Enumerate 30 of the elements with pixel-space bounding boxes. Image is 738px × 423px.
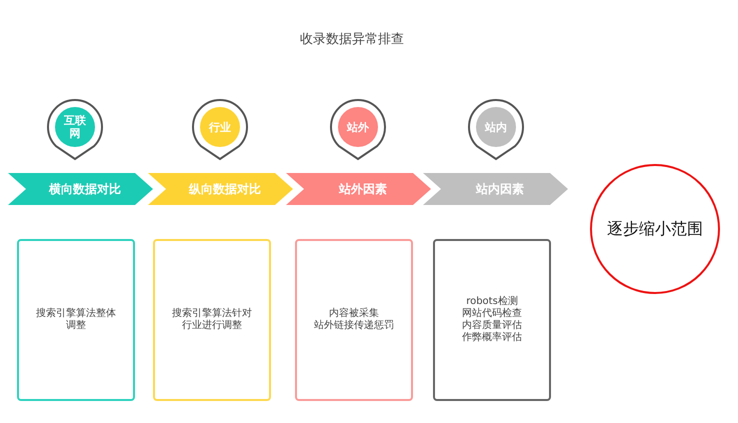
card-text: 网站代码检查 [462, 308, 522, 320]
pin-marker [45, 98, 105, 161]
text-card [433, 239, 551, 401]
banner-label: 横向数据对比 [49, 180, 121, 198]
pin-marker [190, 98, 250, 161]
pin-label: 互联网 [63, 114, 87, 140]
banner-label: 站外因素 [339, 180, 387, 198]
step-banner [148, 173, 293, 205]
card-text: 作弊概率评估 [462, 332, 522, 344]
card-text: 搜索引擎算法针对行业进行调整 [171, 308, 253, 332]
circle-label: 逐步缩小范围 [607, 218, 703, 240]
pin-marker [328, 98, 388, 161]
card-text: 内容被采集 [329, 308, 379, 320]
card-text: robots检测 [466, 296, 518, 308]
banner-label: 纵向数据对比 [189, 180, 261, 198]
pin-marker [466, 98, 526, 161]
pin-label: 站内 [484, 120, 508, 134]
card-text: 搜索引擎算法整体调整 [35, 308, 117, 332]
title: 收录数据异常排查 [299, 31, 405, 48]
text-card [295, 239, 413, 401]
pin-label: 站外 [346, 120, 370, 134]
step-banner [423, 173, 568, 205]
card-text: 站外链接传递惩罚 [314, 320, 394, 332]
text-card [153, 239, 271, 401]
step-banner [286, 173, 431, 205]
step-banner [8, 173, 153, 205]
banner-label: 站内因素 [476, 180, 524, 198]
text-card [17, 239, 135, 401]
card-text: 内容质量评估 [462, 320, 522, 332]
pin-label: 行业 [208, 120, 232, 134]
